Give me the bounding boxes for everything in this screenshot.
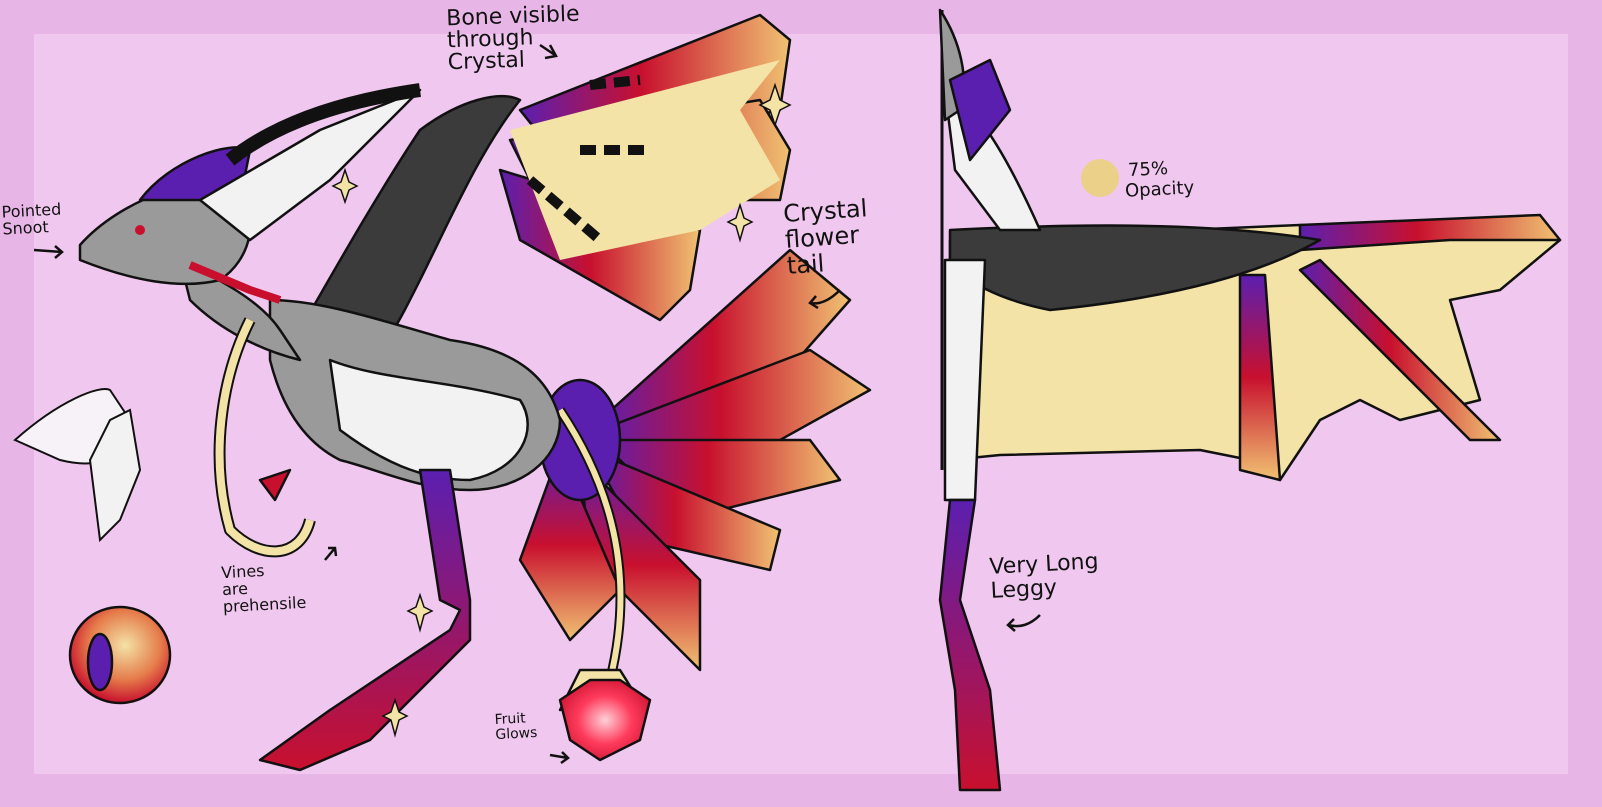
crystal-wing: [498, 13, 792, 322]
side-leg: [938, 498, 1002, 792]
note-opacity-value: 75%: [1127, 157, 1169, 182]
crest-horn: [198, 88, 422, 242]
note-bone-visible: Bone visible through Crystal: [445, 1, 580, 76]
opacity-swatch: [1081, 159, 1119, 197]
eye-detail: [68, 605, 172, 705]
note-fruit-glows: Fruit Glows: [494, 710, 538, 744]
note-vines-prehensile: Vines are prehensile: [220, 560, 307, 617]
note-opacity-label: Opacity: [1124, 177, 1195, 202]
front-leg: [258, 468, 472, 772]
sparkles: [331, 82, 792, 738]
note-very-long-leggy: Very Long Leggy: [988, 549, 1100, 604]
note-crystal-flower-tail: Crystal flower tail: [782, 194, 869, 280]
side-view: [938, 8, 1562, 792]
tail-crystal-flower: [518, 248, 872, 672]
glowing-fruit: [558, 678, 652, 762]
snout-detail: [13, 388, 142, 543]
annotation-arrows: [33, 43, 1041, 765]
note-pointed-snoot: Pointed Snoot: [1, 199, 62, 239]
main-pose: [78, 13, 872, 772]
